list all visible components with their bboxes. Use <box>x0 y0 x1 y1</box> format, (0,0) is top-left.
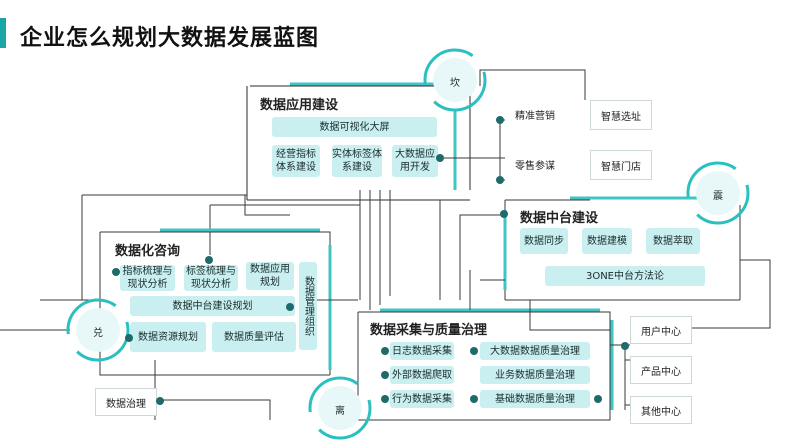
connector-dot <box>621 342 629 350</box>
app-panel-title: 数据应用建设 <box>260 98 339 113</box>
node-li-ring <box>308 376 372 440</box>
middle-item-methodology: 3ONE中台方法论 <box>545 266 705 286</box>
connector-dot <box>125 334 133 342</box>
quality-item-business: 业务数据质量治理 <box>480 366 590 384</box>
middle-item-model: 数据建模 <box>582 228 632 254</box>
connector-dot <box>496 116 504 124</box>
app-item-kpi-system: 经营指标体系建设 <box>272 145 320 177</box>
connector-dot <box>470 395 478 403</box>
connector-dot <box>381 395 389 403</box>
connector-dot <box>205 256 213 264</box>
app-item-bigdata-dev: 大数据应用开发 <box>392 145 438 177</box>
right-side-other-center: 其他中心 <box>630 396 692 424</box>
connector-dot <box>112 268 120 276</box>
governance-box: 数据治理 <box>95 388 157 416</box>
consult-panel-title: 数据化咨询 <box>115 244 181 259</box>
connector-dot <box>381 371 389 379</box>
connector-dot <box>436 154 444 162</box>
consult-item-tag: 标签梳理与现状分析 <box>184 265 238 291</box>
connector-dot <box>496 176 504 184</box>
quality-item-base: 基础数据质量治理 <box>480 390 590 408</box>
page-title: 企业怎么规划大数据发展蓝图 <box>20 26 320 51</box>
consult-item-midplatform-plan: 数据中台建设规划 <box>130 296 295 316</box>
right-item-marketing: 精准营销 <box>505 100 565 128</box>
quality-item-bigdata: 大数据数据质量治理 <box>480 342 590 360</box>
middle-item-sync: 数据同步 <box>520 228 568 254</box>
right-side-user-center: 用户中心 <box>630 316 692 344</box>
collect-panel-title: 数据采集与质量治理 <box>370 323 488 338</box>
right-item-store: 智慧门店 <box>590 150 652 180</box>
node-kan-label: 坎 <box>450 78 460 89</box>
connector-dot <box>470 347 478 355</box>
connector-dot <box>156 397 164 405</box>
title-accent-bar <box>0 18 6 48</box>
right-item-retail: 零售参谋 <box>505 150 565 178</box>
node-kan-ring <box>423 48 487 112</box>
connector-dot <box>286 303 294 311</box>
node-zhen-label: 震 <box>713 191 723 202</box>
consult-item-quality-eval: 数据质量评估 <box>212 322 296 352</box>
consult-item-kpi: 指标梳理与现状分析 <box>120 265 175 291</box>
app-item-visual-screen: 数据可视化大屏 <box>272 117 437 137</box>
collect-item-crawl: 外部数据爬取 <box>390 366 454 384</box>
connector-dot <box>381 347 389 355</box>
app-item-tag-system: 实体标签体系建设 <box>332 145 382 177</box>
node-dui-ring <box>66 298 130 362</box>
consult-item-org: 数据管理组织 <box>299 262 317 350</box>
consult-item-app-plan: 数据应用规划 <box>246 262 294 290</box>
node-li-label: 离 <box>335 406 345 417</box>
right-item-site: 智慧选址 <box>590 100 652 130</box>
middle-panel-title: 数据中台建设 <box>520 211 599 226</box>
collect-item-log: 日志数据采集 <box>390 342 454 360</box>
node-zhen-ring <box>686 161 750 225</box>
consult-item-resource-plan: 数据资源规划 <box>130 322 206 352</box>
connector-dot <box>500 210 508 218</box>
node-dui-label: 兑 <box>93 328 103 339</box>
connector-dot <box>594 395 602 403</box>
middle-item-extract: 数据萃取 <box>646 228 700 254</box>
right-side-product-center: 产品中心 <box>630 356 692 384</box>
collect-item-behavior: 行为数据采集 <box>390 390 454 408</box>
